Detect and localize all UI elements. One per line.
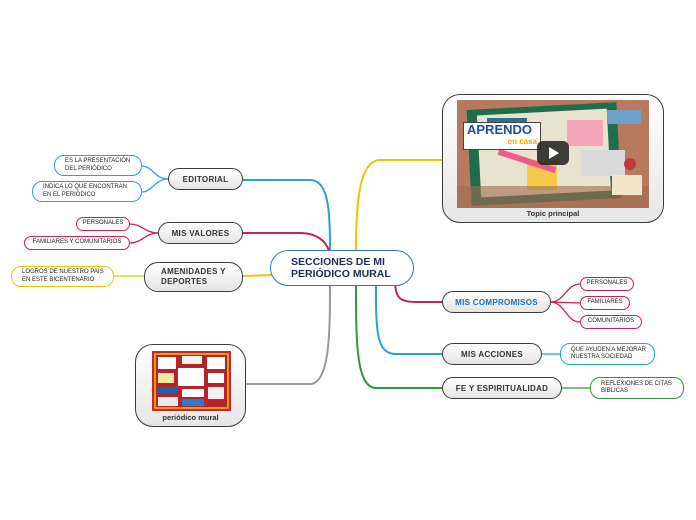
subtopic-text: EN EL PERIÓDICO [43, 191, 96, 198]
topic-mis-valores[interactable]: MIS VALORES [158, 222, 243, 244]
subtopic-text: BIBLICAS [601, 388, 629, 394]
subtopic-text: QUE AYUDEN A MEJORAR [571, 346, 646, 353]
subtopic-fe-reflexiones[interactable]: REFLEXIONES DE CITAS BIBLICAS [590, 377, 684, 399]
subtopic-text: COMUNITARIOS [587, 318, 635, 325]
video-thumbnail[interactable]: APRENDO en casa [457, 100, 649, 208]
central-topic-line2: PERIÓDICO MURAL [291, 268, 391, 280]
subtopic-compromisos-comunitarios[interactable]: COMUNITARIOS [580, 315, 642, 329]
video-logo: APRENDO en casa [463, 122, 541, 150]
subtopic-text: EN ESTE BICENTENARIO [22, 276, 95, 283]
periodico-mural-image-node[interactable]: periódico mural [135, 344, 246, 427]
topic-editorial[interactable]: EDITORIAL [168, 168, 243, 190]
subtopic-compromisos-familiares[interactable]: FAMILIARES [580, 296, 630, 310]
mural-thumbnail [152, 351, 231, 411]
subtopic-valores-familiares[interactable]: FAMILIARES Y COMUNITARIOS [24, 236, 130, 250]
subtopic-compromisos-personales[interactable]: PERSONALES [580, 277, 634, 291]
subtopic-text: DEL PERIÓDICO [65, 165, 112, 172]
topic-amenidades-line1: AMENIDADES Y [161, 267, 226, 276]
play-triangle [549, 147, 559, 159]
subtopic-editorial-indica[interactable]: INDICA LO QUE ENCONTRAN EN EL PERIÓDICO [32, 181, 142, 202]
subtopic-editorial-presentacion[interactable]: ES LA PRESENTACIÓN DEL PERIÓDICO [54, 155, 142, 176]
topic-principal-caption: Topic principal [526, 209, 580, 218]
topic-amenidades-deportes[interactable]: AMENIDADES Y DEPORTES [144, 262, 243, 292]
topic-mis-acciones[interactable]: MIS ACCIONES [442, 343, 542, 365]
subtopic-text: NUESTRA SOCIEDAD [571, 354, 633, 360]
topic-amenidades-line2: DEPORTES [161, 277, 208, 286]
topic-fe-espiritualidad[interactable]: FE Y ESPIRITUALIDAD [442, 377, 562, 399]
topic-editorial-label: EDITORIAL [182, 174, 229, 184]
central-topic-line1: SECCIONES DE MI [291, 256, 385, 268]
mural-thumbnail-art [152, 351, 231, 411]
subtopic-text: FAMILIARES [587, 299, 623, 306]
video-logo-line2: en casa [507, 137, 537, 146]
topic-fe-label: FE Y ESPIRITUALIDAD [455, 383, 549, 393]
subtopic-text: INDICA LO QUE ENCONTRAN [43, 184, 128, 190]
subtopic-text: ES LA PRESENTACIÓN [65, 158, 131, 164]
subtopic-text: PERSONALES [82, 220, 124, 227]
topic-mis-compromisos-label: MIS COMPROMISOS [455, 297, 538, 307]
subtopic-text: FAMILIARES Y COMUNITARIOS [32, 239, 122, 246]
subtopic-valores-personales[interactable]: PERSONALES [76, 217, 130, 231]
periodico-mural-caption: periódico mural [162, 413, 219, 422]
subtopic-amenidades-logros[interactable]: LOGROS DE NUESTRO PAIS EN ESTE BICENTENA… [11, 266, 114, 287]
topic-mis-valores-label: MIS VALORES [171, 228, 230, 238]
play-icon[interactable] [537, 141, 569, 165]
topic-principal-image-node[interactable]: APRENDO en casa Topic principal [442, 94, 664, 223]
video-logo-line1: APRENDO [467, 122, 533, 137]
subtopic-acciones-mejorar[interactable]: QUE AYUDEN A MEJORAR NUESTRA SOCIEDAD [560, 343, 655, 365]
central-topic[interactable]: SECCIONES DE MI PERIÓDICO MURAL [270, 250, 414, 286]
subtopic-text: REFLEXIONES DE CITAS [601, 380, 672, 387]
subtopic-text: PERSONALES [586, 280, 628, 287]
subtopic-text: LOGROS DE NUESTRO PAIS [22, 269, 104, 275]
topic-mis-compromisos[interactable]: MIS COMPROMISOS [442, 291, 551, 313]
topic-mis-acciones-label: MIS ACCIONES [461, 349, 523, 359]
